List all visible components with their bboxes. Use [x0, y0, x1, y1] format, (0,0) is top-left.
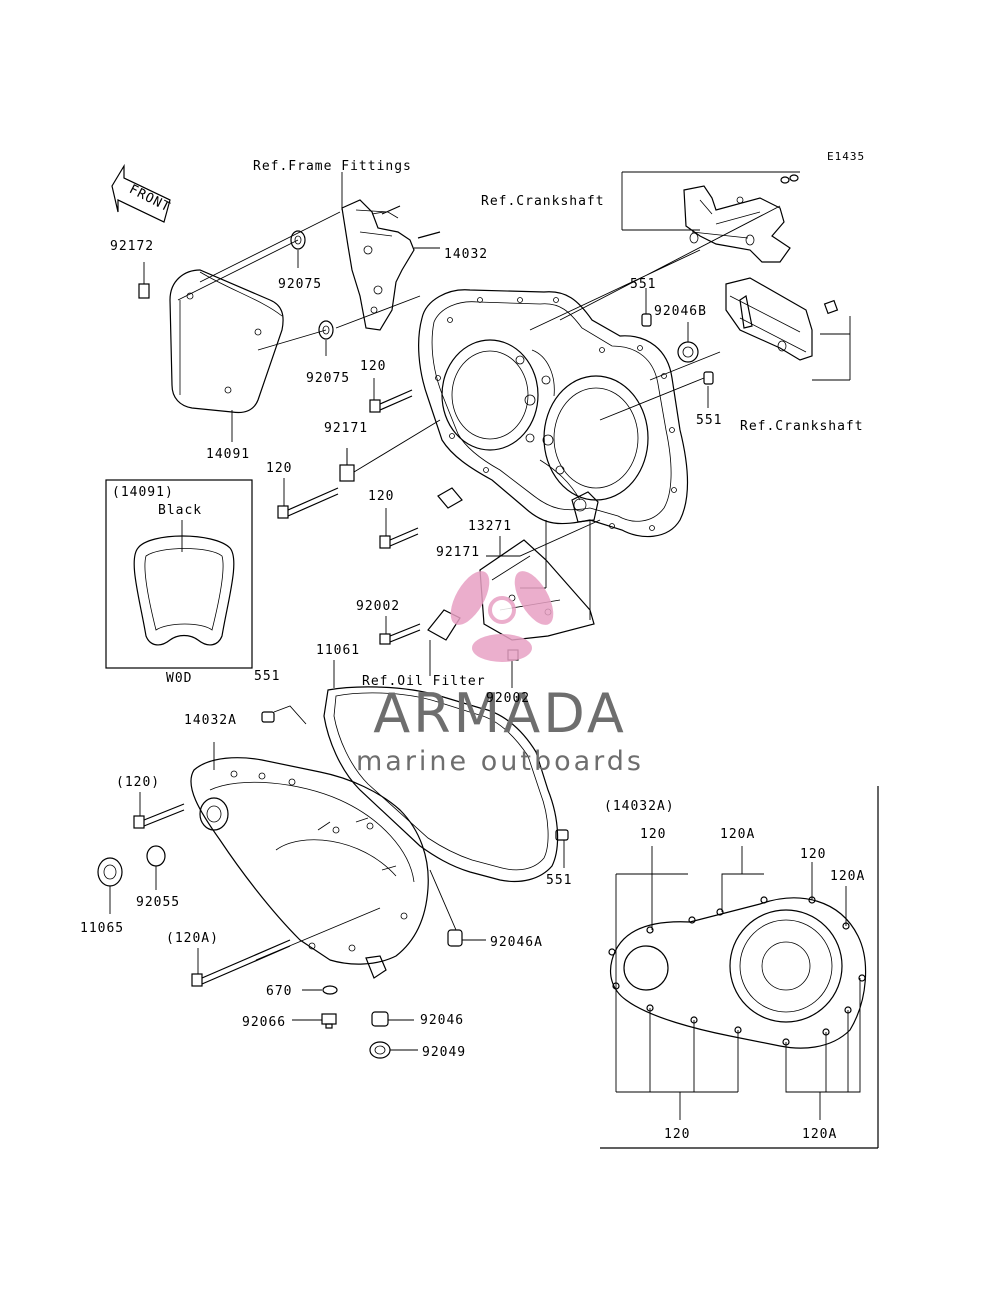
bush-92046b — [677, 341, 699, 363]
crankshaft-bracket-top — [683, 174, 799, 263]
part-number: 92046 — [420, 1013, 464, 1028]
part-number: 120 — [368, 489, 394, 504]
plug-92066 — [321, 1013, 337, 1029]
bracket-part — [341, 199, 441, 331]
part-number: 670 — [266, 984, 292, 999]
part-number: 14032 — [444, 247, 488, 262]
inset-bolts-title: (14032A) — [604, 799, 675, 814]
inset-bolt-pattern — [600, 786, 879, 1149]
bolt-120-c — [379, 487, 463, 549]
front-label: FRONT — [127, 182, 173, 215]
part-number: 92055 — [136, 895, 180, 910]
ref-crankshaft-top: Ref.Crankshaft — [481, 194, 605, 209]
ref-frame-fittings: Ref.Frame Fittings — [253, 159, 412, 174]
inset-bolt-label: 120A — [802, 1127, 837, 1142]
part-number: 92172 — [110, 239, 154, 254]
dowel-551-right — [703, 371, 714, 385]
part-number: 14032A — [184, 713, 237, 728]
gasket-11061 — [323, 686, 559, 883]
part-number: 11061 — [316, 643, 360, 658]
bolt-92172 — [138, 262, 150, 299]
inset-cover-box — [105, 479, 253, 669]
part-number: 551 — [254, 669, 280, 684]
part-number: 92171 — [324, 421, 368, 436]
inset-cover-color: Black — [158, 503, 202, 518]
part-number: 551 — [630, 277, 656, 292]
part-number: 92075 — [306, 371, 350, 386]
outer-cover-14032a — [190, 757, 429, 979]
part-number: (120) — [116, 775, 160, 790]
watermark-brand: ARMADA — [373, 682, 627, 745]
part-number: 92075 — [278, 277, 322, 292]
part-number: 551 — [546, 873, 572, 888]
armada-logo-icon — [450, 571, 554, 662]
leader-lines — [109, 171, 851, 1051]
dowel-551-upper — [641, 313, 652, 327]
part-number: 92171 — [436, 545, 480, 560]
part-number: 92002 — [356, 599, 400, 614]
part-number: 14091 — [206, 447, 250, 462]
ref-crankshaft-right: Ref.Crankshaft — [740, 419, 864, 434]
part-number: 92046B — [654, 304, 707, 319]
part-number: 92046A — [490, 935, 543, 950]
part-number: 551 — [696, 413, 722, 428]
front-arrow-icon — [111, 163, 171, 223]
seat-cowl-part — [169, 269, 284, 414]
bush-92046a — [447, 929, 463, 947]
collar-92075-top — [290, 230, 306, 250]
dowel-551-gasket — [261, 711, 569, 841]
inset-bolt-label: 120 — [800, 847, 826, 862]
inset-bolt-label: 120 — [640, 827, 666, 842]
bolt-120a-paren — [191, 939, 291, 987]
ref-oil-filter: Ref.Oil Filter — [362, 674, 486, 689]
part-number: 13271 — [468, 519, 512, 534]
part-number: 92066 — [242, 1015, 286, 1030]
part-number: 92002 — [486, 691, 530, 706]
washer-670 — [322, 985, 338, 995]
inset-bolt-label: 120A — [720, 827, 755, 842]
crankshaft-guide-right — [725, 277, 839, 361]
part-number: 11065 — [80, 921, 124, 936]
watermark-tagline: marine outboards — [356, 746, 644, 777]
diagram-code: E1435 — [827, 150, 865, 163]
bush-92046 — [371, 1011, 389, 1027]
cap-11065 — [97, 857, 123, 887]
inset-cover-title: (14091) — [112, 485, 174, 500]
bolt-120-b — [277, 487, 339, 519]
o-ring-92055 — [146, 845, 166, 867]
part-number: 120 — [266, 461, 292, 476]
inner-cover-part — [418, 289, 689, 538]
bolt-120-a — [369, 389, 413, 413]
inset-cover-code: W0D — [166, 671, 192, 686]
seal-92049 — [369, 1041, 391, 1059]
part-number: (120A) — [166, 931, 219, 946]
inset-bolt-label: 120 — [664, 1127, 690, 1142]
part-number: 120 — [360, 359, 386, 374]
part-number: 92049 — [422, 1045, 466, 1060]
bolt-92002-upper — [379, 623, 421, 645]
collar-92075-bottom — [318, 320, 334, 340]
inset-bolt-label: 120A — [830, 869, 865, 884]
bolt-120-paren — [133, 803, 185, 829]
